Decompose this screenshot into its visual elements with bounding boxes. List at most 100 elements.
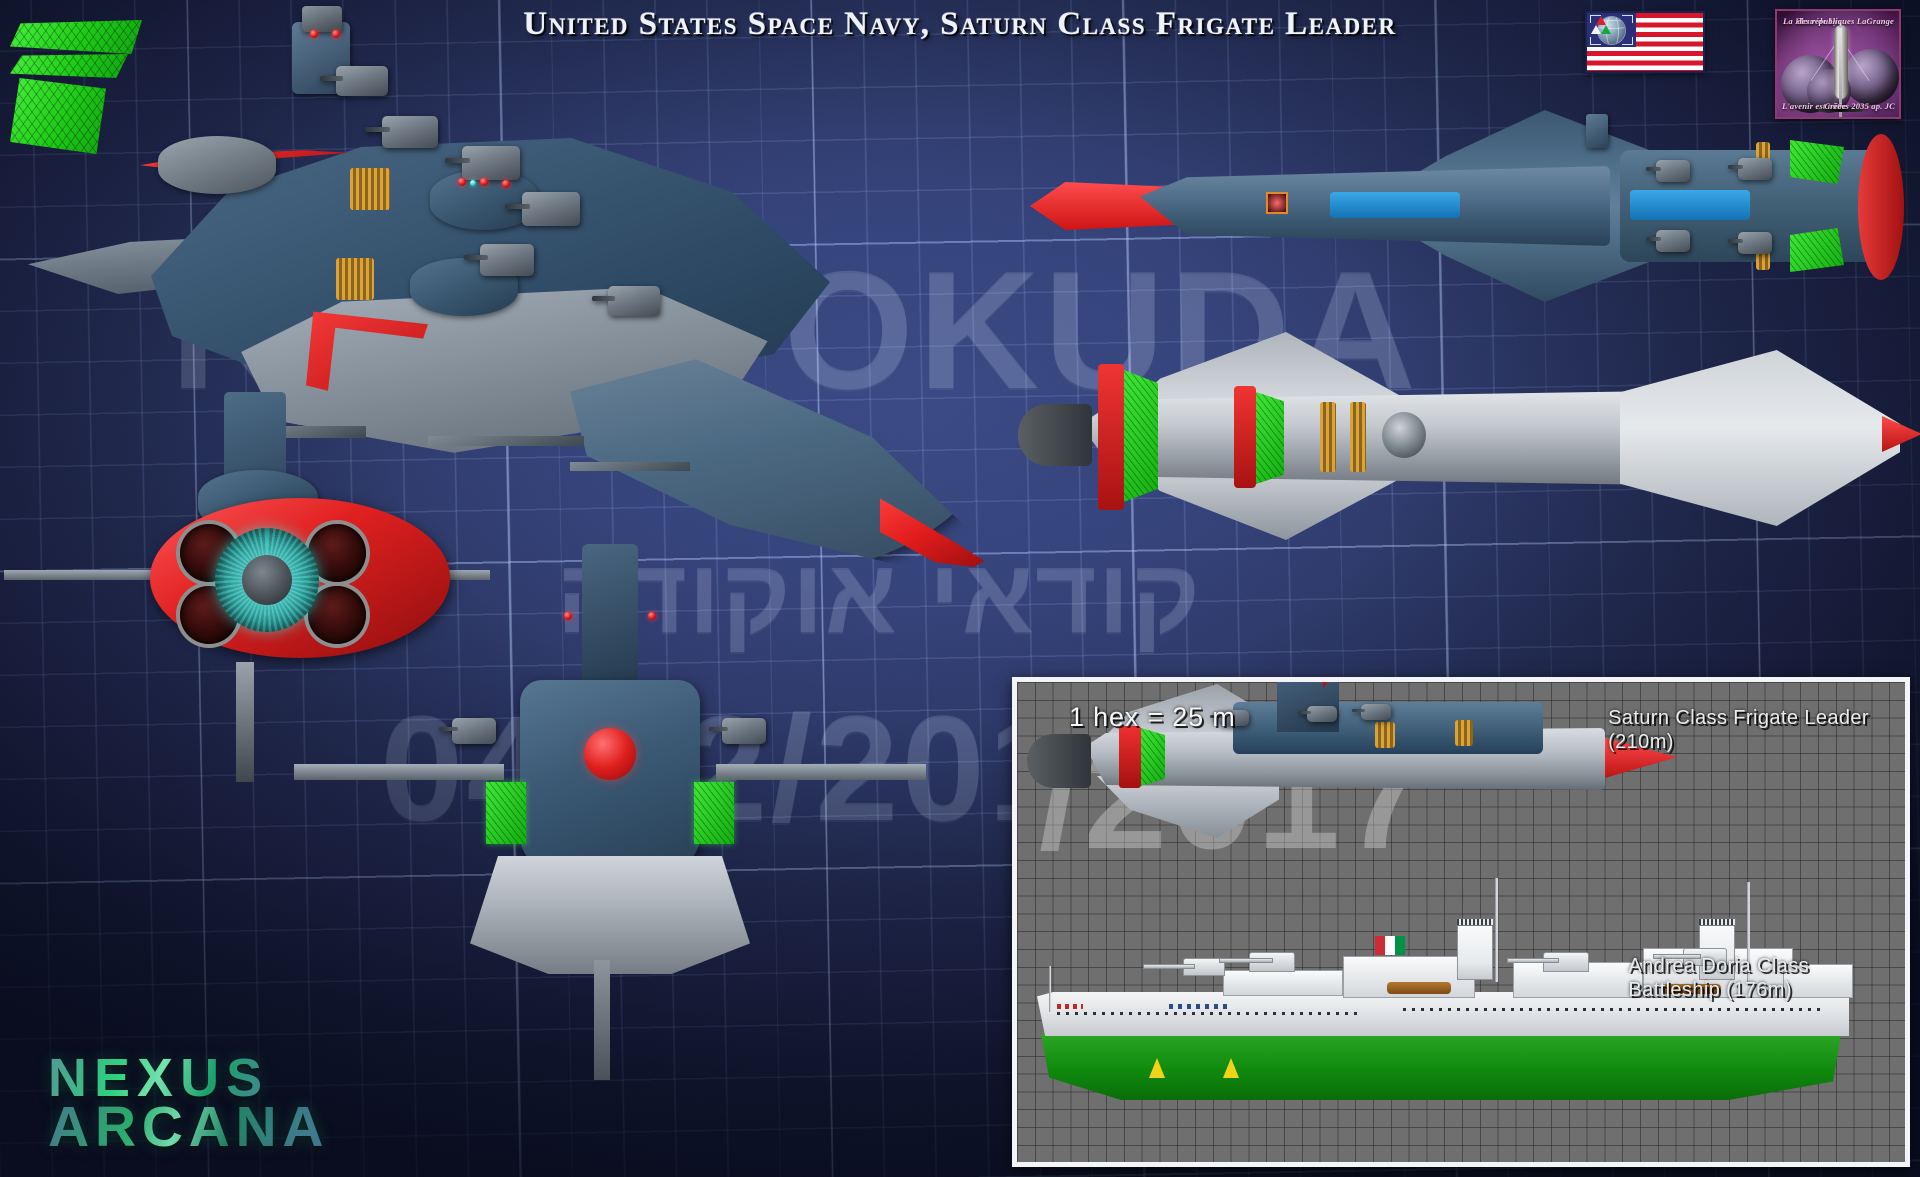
sword-icon xyxy=(1839,23,1842,117)
dorsal-turret xyxy=(1727,158,1772,180)
gold-band xyxy=(1375,722,1395,748)
signal-port-row xyxy=(1169,1004,1231,1009)
badge-text-top-left: La Fleur de Lys xyxy=(1783,16,1842,26)
dorsal-turret xyxy=(1645,160,1690,182)
dorsal-turret xyxy=(1210,710,1249,726)
green-triangle-icon xyxy=(1601,25,1611,34)
sensor-mast xyxy=(582,544,638,684)
bracket-icon xyxy=(1590,37,1601,45)
stern-deckhouse xyxy=(1783,964,1853,998)
thruster-nozzle xyxy=(308,586,366,644)
propeller xyxy=(1223,1058,1239,1078)
gold-band xyxy=(1350,402,1366,472)
gun-barrel xyxy=(1143,964,1195,969)
inset-andrea-doria-battleship xyxy=(1023,878,1883,1148)
green-radiator-panel xyxy=(10,78,106,154)
inset-ship-label-line1: Saturn Class Frigate Leader xyxy=(1608,707,1869,729)
dorsal-armor-pod xyxy=(158,136,276,194)
bracket-icon xyxy=(1590,15,1601,23)
logo-line-arcana: ARCANA xyxy=(48,1095,330,1160)
dorsal-turret xyxy=(463,244,534,276)
bracket-icon xyxy=(1622,37,1633,45)
hull-below-waterline xyxy=(1041,1034,1841,1100)
navigation-light xyxy=(564,612,572,620)
hull-marker-light xyxy=(470,180,476,186)
ventral-dome xyxy=(1382,412,1426,458)
stern-rear-view xyxy=(4,392,490,782)
logo-line-nexus: NEXUS xyxy=(48,1051,329,1105)
ventral-strake xyxy=(570,462,690,471)
ships-boat xyxy=(1663,984,1721,994)
aft-hull xyxy=(1620,350,1900,526)
dorsal-turret xyxy=(1298,706,1337,722)
jackstaff xyxy=(1049,966,1051,1012)
ventral-keel xyxy=(236,662,254,782)
port-wing xyxy=(294,764,504,780)
main-engine-nozzle xyxy=(1027,734,1091,788)
gold-band xyxy=(1455,720,1473,746)
ventral-bottom-view xyxy=(1018,332,1920,540)
mainmast xyxy=(1747,882,1750,982)
blue-hull-panel xyxy=(1630,190,1750,220)
green-radiator-panel xyxy=(694,782,734,844)
dorsal-turret xyxy=(365,116,438,148)
dorsal-turret xyxy=(592,286,660,316)
lagrange-republics-emblem: La Fleur de Lys des républiques LaGrange… xyxy=(1775,9,1901,119)
flag-canton xyxy=(1587,13,1636,47)
port-pylon xyxy=(4,570,154,580)
inset-battleship-label: Andrea Doria Class Battleship (176m) xyxy=(1628,954,1809,1003)
green-radiator-panel xyxy=(1790,140,1844,184)
nexus-arcana-logo: NEXUS ARCANA xyxy=(48,1051,330,1160)
dorsal-turret xyxy=(1727,232,1772,254)
lower-hull-skirt xyxy=(470,856,750,974)
forward-deckhouse xyxy=(1223,970,1343,996)
red-hull-trim xyxy=(1119,726,1141,788)
scale-note: 1 hex = 25 m xyxy=(1069,702,1236,732)
engine-ring xyxy=(1858,134,1904,280)
italian-naval-ensign xyxy=(1375,936,1405,955)
ships-boat xyxy=(1387,982,1451,994)
red-hull-trim xyxy=(1234,386,1256,488)
sword-guard-icon xyxy=(1818,107,1863,112)
starboard-wing xyxy=(716,764,926,780)
hull-marker-light xyxy=(502,180,510,188)
page-title: United States Space Navy, Saturn Class F… xyxy=(523,6,1397,42)
bow-sensor-dome xyxy=(584,728,636,780)
gold-band xyxy=(350,168,390,210)
hull-marker-light xyxy=(458,178,466,186)
porthole-row xyxy=(1057,1012,1357,1015)
badge-text-bottom-right: Créées 2035 ap. JC xyxy=(1824,101,1895,112)
green-radiator-panel xyxy=(486,782,526,844)
forward-funnel xyxy=(1456,918,1494,980)
navigation-light xyxy=(332,30,340,38)
white-triangle-icon xyxy=(1591,25,1601,34)
dorsal-turret xyxy=(1352,704,1391,720)
green-radiator-panel xyxy=(10,54,128,78)
dorsal-turret xyxy=(320,66,388,96)
bow-front-view xyxy=(294,544,926,1080)
sensor-mast xyxy=(302,6,342,32)
navigation-light xyxy=(310,30,318,38)
bow-marking xyxy=(1057,1004,1083,1009)
scale-comparison-inset: /2017 xyxy=(1012,677,1910,1167)
green-radiator-panel xyxy=(1141,728,1165,786)
dorsal-top-view xyxy=(1030,110,1910,305)
ventral-strake xyxy=(428,436,584,446)
gun-barrel xyxy=(1653,954,1701,959)
propeller xyxy=(1149,1058,1165,1078)
gold-band xyxy=(1320,402,1336,472)
inset-battleship-label-line1: Andrea Doria Class xyxy=(1628,955,1809,977)
porthole-row xyxy=(1403,1008,1823,1011)
forward-turret xyxy=(708,718,766,744)
planet-icon xyxy=(1843,49,1899,105)
main-engine-nozzle xyxy=(1018,404,1092,466)
forward-turret xyxy=(438,718,496,744)
gun-barrel xyxy=(1507,958,1559,963)
gun-barrel xyxy=(1219,958,1273,963)
dorsal-turret xyxy=(444,146,520,180)
conning-tower xyxy=(1277,682,1339,732)
dorsal-turret xyxy=(504,192,580,226)
navigation-light xyxy=(648,612,656,620)
sensor-mast xyxy=(1586,114,1608,148)
